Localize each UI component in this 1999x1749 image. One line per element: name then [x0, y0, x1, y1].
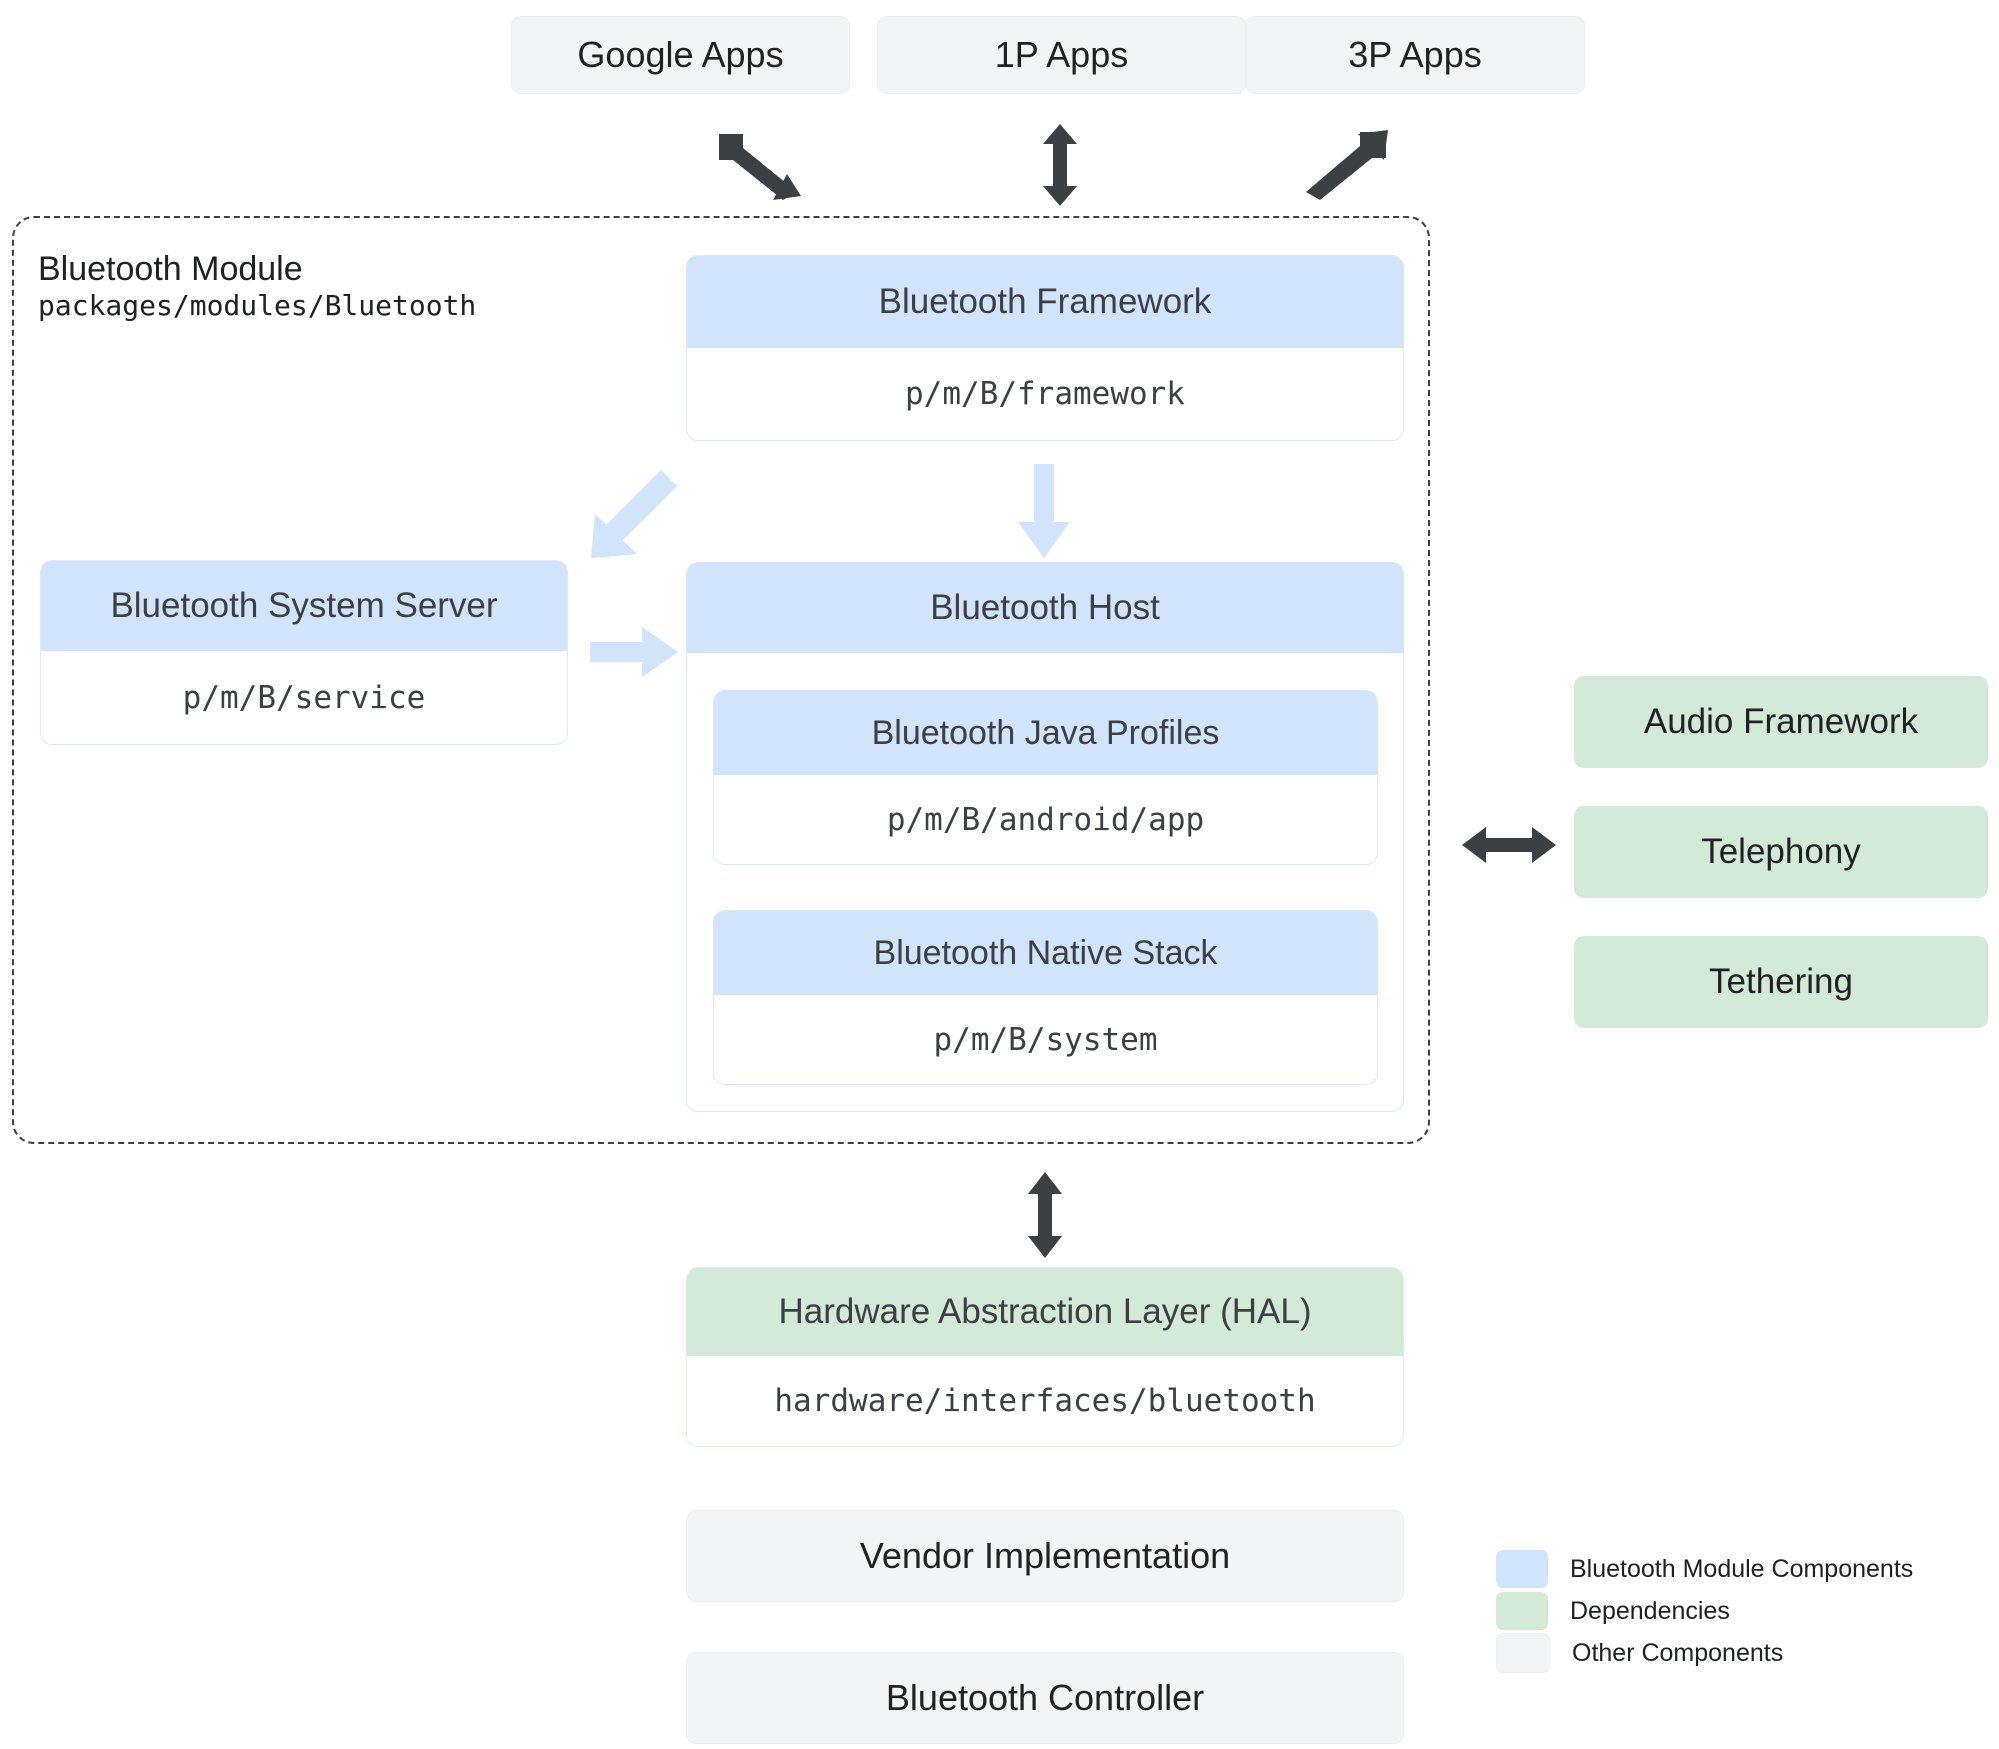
card-header: Bluetooth Java Profiles	[714, 691, 1377, 775]
card-header: Bluetooth Host	[687, 563, 1403, 653]
dependency-box-tethering: Tethering	[1574, 936, 1988, 1028]
card-title: Bluetooth Java Profiles	[871, 713, 1220, 752]
card-bluetooth-system-server: Bluetooth System Server p/m/B/service	[40, 560, 568, 745]
app-box-google-apps: Google Apps	[511, 16, 850, 94]
box-label: Vendor Implementation	[859, 1535, 1231, 1576]
app-box-1p-apps: 1P Apps	[877, 16, 1246, 94]
module-path-text: packages/modules/Bluetooth	[38, 289, 477, 323]
legend-label: Other Components	[1572, 1638, 1784, 1667]
legend-swatch-blue	[1496, 1550, 1548, 1588]
card-title: Hardware Abstraction Layer (HAL)	[778, 1292, 1312, 1331]
card-path-text: p/m/B/android/app	[886, 801, 1205, 838]
card-path-text: p/m/B/framework	[905, 376, 1185, 412]
card-path-text: hardware/interfaces/bluetooth	[774, 1383, 1316, 1419]
module-title: Bluetooth Module packages/modules/Blueto…	[38, 250, 658, 323]
card-header: Bluetooth Framework	[687, 256, 1403, 348]
card-header: Bluetooth System Server	[41, 561, 567, 651]
card-bluetooth-framework: Bluetooth Framework p/m/B/framework	[686, 255, 1404, 441]
legend-swatch-green	[1496, 1592, 1548, 1630]
legend-swatch-grey	[1496, 1633, 1550, 1673]
card-title: Bluetooth System Server	[110, 586, 498, 625]
legend-item-module-components: Bluetooth Module Components	[1496, 1548, 1976, 1590]
dependency-label: Audio Framework	[1643, 702, 1919, 741]
card-title: Bluetooth Host	[930, 588, 1160, 627]
legend-item-other-components: Other Components	[1496, 1632, 1976, 1674]
card-title: Bluetooth Framework	[878, 282, 1212, 321]
box-label: Bluetooth Controller	[885, 1677, 1205, 1718]
vertical-double-arrow-icon	[1028, 1172, 1062, 1258]
card-path: p/m/B/framework	[687, 348, 1403, 440]
dependency-box-telephony: Telephony	[1574, 806, 1988, 898]
card-title: Bluetooth Native Stack	[873, 933, 1218, 972]
card-header: Bluetooth Native Stack	[714, 911, 1377, 995]
horizontal-double-arrow-icon	[1462, 827, 1556, 863]
card-path: p/m/B/android/app	[714, 775, 1377, 864]
app-box-label: 3P Apps	[1348, 34, 1482, 75]
module-title-text: Bluetooth Module	[38, 250, 303, 288]
dependency-box-audio-framework: Audio Framework	[1574, 676, 1988, 768]
card-path-text: p/m/B/system	[933, 1021, 1158, 1058]
box-bluetooth-controller: Bluetooth Controller	[686, 1652, 1404, 1744]
app-box-3p-apps: 3P Apps	[1245, 16, 1585, 94]
app-box-label: Google Apps	[577, 34, 784, 75]
box-vendor-implementation: Vendor Implementation	[686, 1510, 1404, 1602]
dependency-label: Telephony	[1701, 832, 1861, 871]
diagonal-down-right-arrow-icon	[719, 134, 801, 200]
card-hardware-abstraction-layer: Hardware Abstraction Layer (HAL) hardwar…	[686, 1267, 1404, 1447]
legend-label: Dependencies	[1570, 1596, 1730, 1625]
card-header: Hardware Abstraction Layer (HAL)	[687, 1268, 1403, 1356]
card-bluetooth-java-profiles: Bluetooth Java Profiles p/m/B/android/ap…	[713, 690, 1378, 865]
card-path: p/m/B/service	[41, 651, 567, 744]
card-bluetooth-native-stack: Bluetooth Native Stack p/m/B/system	[713, 910, 1378, 1085]
card-path: p/m/B/system	[714, 995, 1377, 1084]
legend-label: Bluetooth Module Components	[1570, 1554, 1914, 1583]
legend: Bluetooth Module Components Dependencies…	[1496, 1548, 1976, 1674]
vertical-double-arrow-icon	[1043, 124, 1077, 206]
legend-item-dependencies: Dependencies	[1496, 1590, 1976, 1632]
diagonal-up-right-arrow-icon	[1306, 130, 1388, 200]
card-path: hardware/interfaces/bluetooth	[687, 1356, 1403, 1446]
app-box-label: 1P Apps	[994, 34, 1129, 75]
dependency-label: Tethering	[1709, 962, 1853, 1001]
bluetooth-module-container	[12, 216, 1430, 1144]
card-path-text: p/m/B/service	[182, 679, 426, 716]
